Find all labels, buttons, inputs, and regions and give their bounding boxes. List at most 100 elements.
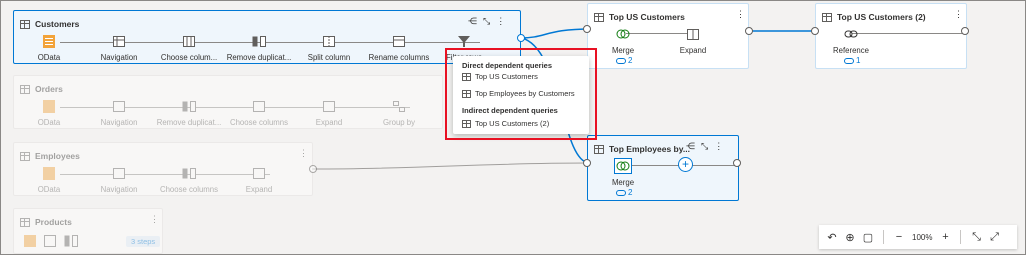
more-options-icon[interactable]: ⋮ <box>150 214 159 224</box>
step-merge[interactable]: Merge <box>588 158 658 187</box>
query-card-top-employees[interactable]: Top Employees by... ⋲ ⤡ ⋮ Merge + 2 <box>587 135 739 201</box>
table-icon <box>462 89 471 98</box>
step-odata[interactable]: OData <box>14 98 84 127</box>
zoom-out-icon[interactable]: − <box>895 231 903 243</box>
popup-item-top-us-customers-2[interactable]: Top US Customers (2) <box>462 119 549 128</box>
toolbar-divider <box>960 230 962 244</box>
step-icons <box>24 235 78 247</box>
step-choose-columns[interactable]: Choose colum... <box>154 33 224 62</box>
remove-duplicates-icon <box>250 33 268 49</box>
more-options-icon[interactable]: ⋮ <box>496 16 506 26</box>
reference-count[interactable]: 1 <box>844 56 860 65</box>
card-title: Orders <box>20 82 63 96</box>
indirect-dependent-header: Indirect dependent queries <box>462 106 558 115</box>
table-icon <box>822 12 832 22</box>
output-port[interactable] <box>517 34 525 42</box>
step-expand[interactable]: Expand <box>294 98 364 127</box>
input-port[interactable] <box>811 27 819 35</box>
expand-icon <box>684 26 702 42</box>
step-navigation[interactable]: Navigation <box>84 98 154 127</box>
step-reference[interactable]: Reference <box>816 26 886 55</box>
add-step-button[interactable]: + <box>678 157 693 172</box>
remove-duplicates-icon <box>64 235 78 247</box>
zoom-in-icon[interactable]: + <box>942 231 949 243</box>
step-group-by[interactable]: Group by <box>364 98 434 127</box>
query-card-products[interactable]: Products ⋮ 3 steps <box>13 208 163 254</box>
step-remove-duplicates[interactable]: Remove duplicat... <box>154 98 224 127</box>
popup-item-top-us-customers[interactable]: Top US Customers <box>462 72 538 81</box>
output-port[interactable] <box>961 27 969 35</box>
navigation-icon <box>110 33 128 49</box>
expand-all-icon[interactable]: ⤢ <box>990 230 999 243</box>
table-icon <box>20 217 30 227</box>
step-odata[interactable]: OData <box>14 33 84 62</box>
more-options-icon[interactable]: ⋮ <box>299 148 308 158</box>
query-card-top-us-customers[interactable]: Top US Customers ⋮ Merge Expand 2 <box>587 3 749 69</box>
collapse-icon[interactable]: ⤡ <box>701 141 709 151</box>
card-title: Top Employees by... <box>594 142 690 156</box>
odata-icon <box>40 98 58 114</box>
step-connector <box>846 33 962 34</box>
show-lineage-icon[interactable]: ⋲ <box>686 141 695 151</box>
show-lineage-icon[interactable]: ⋲ <box>468 16 477 26</box>
output-port[interactable] <box>745 27 753 35</box>
step-choose-columns[interactable]: Choose columns <box>154 165 224 194</box>
step-navigation[interactable]: Navigation <box>84 33 154 62</box>
odata-icon <box>40 33 58 49</box>
merge-icon <box>614 158 632 174</box>
link-icon <box>616 189 626 196</box>
collapse-icon[interactable]: ⤡ <box>483 16 491 26</box>
step-merge[interactable]: Merge <box>588 26 658 55</box>
popup-item-top-employees[interactable]: Top Employees by Customers <box>462 89 575 98</box>
card-title: Top US Customers (2) <box>822 10 926 24</box>
highlight-box <box>445 48 597 140</box>
step-remove-duplicates[interactable]: Remove duplicat... <box>224 33 294 62</box>
output-port[interactable] <box>733 159 741 167</box>
table-icon <box>462 72 471 81</box>
query-card-employees[interactable]: Employees ⋮ OData Navigation Choose colu… <box>13 142 313 196</box>
input-port[interactable] <box>583 159 591 167</box>
canvas-toolbar: ↶ ⊕ ▢ − 100% + ⤡ ⤢ <box>819 225 1017 249</box>
step-choose-columns[interactable]: Choose columns <box>224 98 294 127</box>
step-odata[interactable]: OData <box>14 165 84 194</box>
remove-duplicates-icon <box>180 98 198 114</box>
step-expand[interactable]: Expand <box>658 26 728 55</box>
zoom-level: 100% <box>912 232 933 242</box>
card-title: Employees <box>20 149 80 163</box>
reference-count[interactable]: 2 <box>616 188 632 197</box>
step-expand[interactable]: Expand <box>224 165 294 194</box>
query-card-customers[interactable]: Customers ⋲ ⤡ ⋮ OData Navigation Choose … <box>13 10 521 64</box>
center-view-icon[interactable]: ⊕ <box>845 231 855 244</box>
step-split-column[interactable]: Split column <box>294 33 364 62</box>
undo-icon[interactable]: ↶ <box>827 231 837 244</box>
reference-count[interactable]: 2 <box>616 56 632 65</box>
query-card-orders[interactable]: Orders OData Navigation Remove duplicat.… <box>13 75 443 129</box>
card-title: Customers <box>20 17 79 31</box>
table-icon <box>594 144 604 154</box>
step-connector <box>626 33 696 34</box>
more-options-icon[interactable]: ⋮ <box>714 141 724 151</box>
table-icon <box>594 12 604 22</box>
step-connector <box>60 174 270 175</box>
filter-icon <box>455 33 473 49</box>
step-rename-columns[interactable]: Rename columns <box>364 33 434 62</box>
steps-badge[interactable]: 3 steps <box>126 236 161 247</box>
choose-columns-icon <box>180 165 198 181</box>
query-card-top-us-customers-2[interactable]: Top US Customers (2) ⋮ Reference 1 <box>815 3 967 69</box>
choose-columns-icon <box>250 98 268 114</box>
collapse-all-icon[interactable]: ⤡ <box>972 230 981 243</box>
odata-icon <box>40 165 58 181</box>
input-port[interactable] <box>583 25 591 33</box>
step-navigation[interactable]: Navigation <box>84 165 154 194</box>
fit-view-icon[interactable]: ▢ <box>862 231 874 244</box>
table-icon <box>20 19 30 29</box>
more-options-icon[interactable]: ⋮ <box>736 9 745 19</box>
navigation-icon <box>110 165 128 181</box>
card-actions: ⋲ ⤡ ⋮ <box>468 16 505 27</box>
expand-icon <box>320 98 338 114</box>
more-options-icon[interactable]: ⋮ <box>954 9 963 19</box>
direct-dependent-header: Direct dependent queries <box>462 61 553 70</box>
card-actions: ⋮ <box>299 148 308 159</box>
output-port[interactable] <box>309 165 317 173</box>
